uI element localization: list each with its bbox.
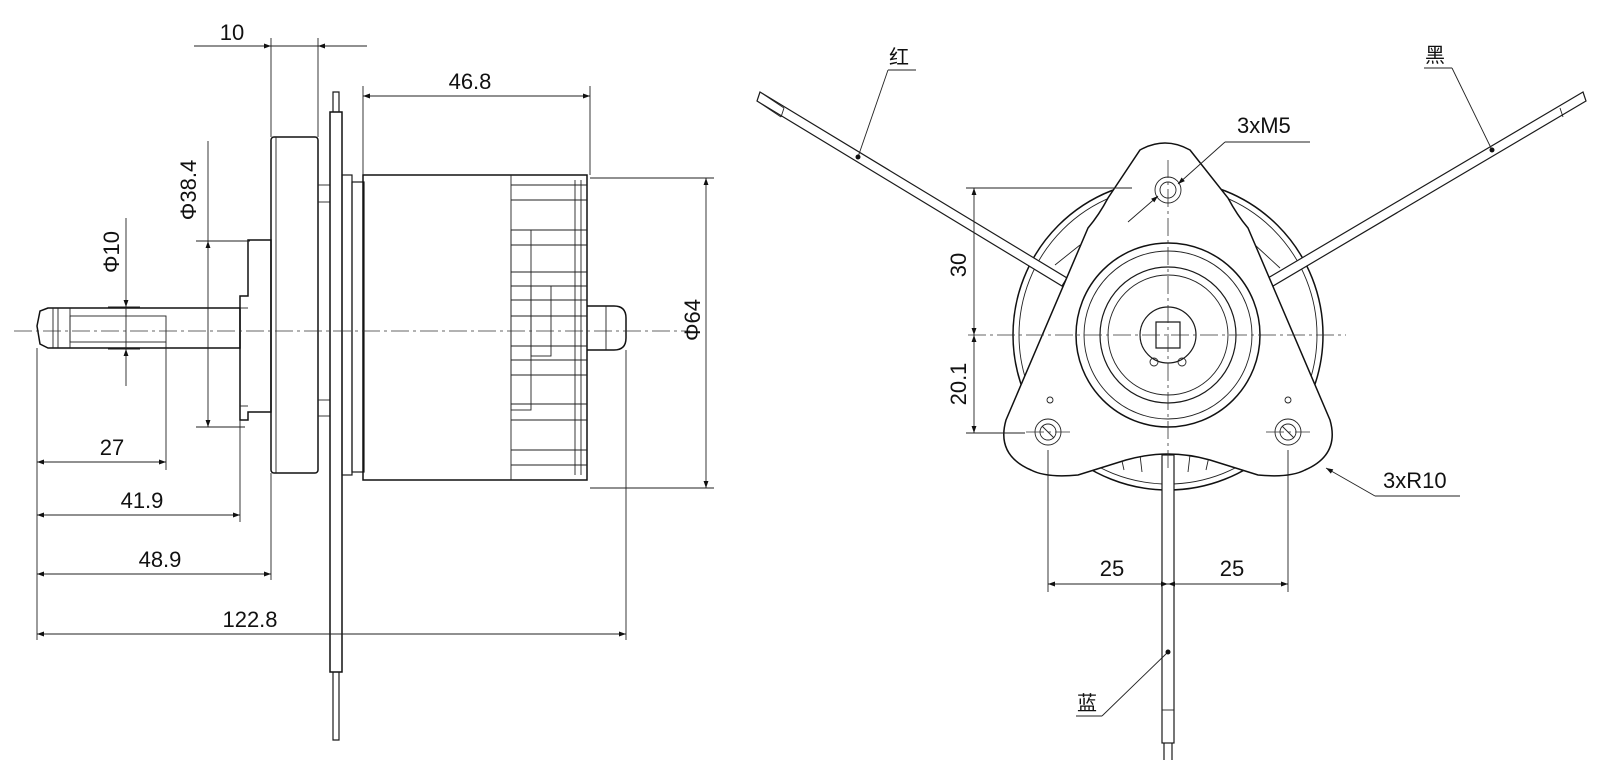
dim-upper-offset: 30 xyxy=(946,253,971,277)
dim-mount-holes: 3xM5 xyxy=(1237,113,1291,138)
dim-lower-offset: 20.1 xyxy=(946,363,971,406)
wire-label-red: 红 xyxy=(889,45,909,69)
dim-flange-diameter: Φ38.4 xyxy=(176,160,201,220)
dim-flange-thickness: 10 xyxy=(220,20,244,45)
dim-to-boss: 41.9 xyxy=(121,488,164,513)
dim-to-flange: 48.9 xyxy=(139,547,182,572)
side-view: 10 46.8 Φ38.4 Φ10 Φ64 27 41.9 48.9 122.8 xyxy=(14,20,714,741)
dim-body-diameter: Φ64 xyxy=(680,299,705,341)
dim-overall-length: 122.8 xyxy=(222,607,277,632)
wire-label-blue: 蓝 xyxy=(1077,691,1097,715)
front-view: 3xM5 30 20.1 3xR10 25 25 红 黑 蓝 xyxy=(756,43,1587,760)
dim-right-spacing: 25 xyxy=(1220,556,1244,581)
dim-shaft-flat-length: 27 xyxy=(100,435,124,460)
dim-body-length: 46.8 xyxy=(449,69,492,94)
wire-label-black: 黑 xyxy=(1425,43,1445,67)
dim-shaft-diameter: Φ10 xyxy=(99,231,124,273)
dim-lobe-radius: 3xR10 xyxy=(1383,468,1447,493)
dim-left-spacing: 25 xyxy=(1100,556,1124,581)
